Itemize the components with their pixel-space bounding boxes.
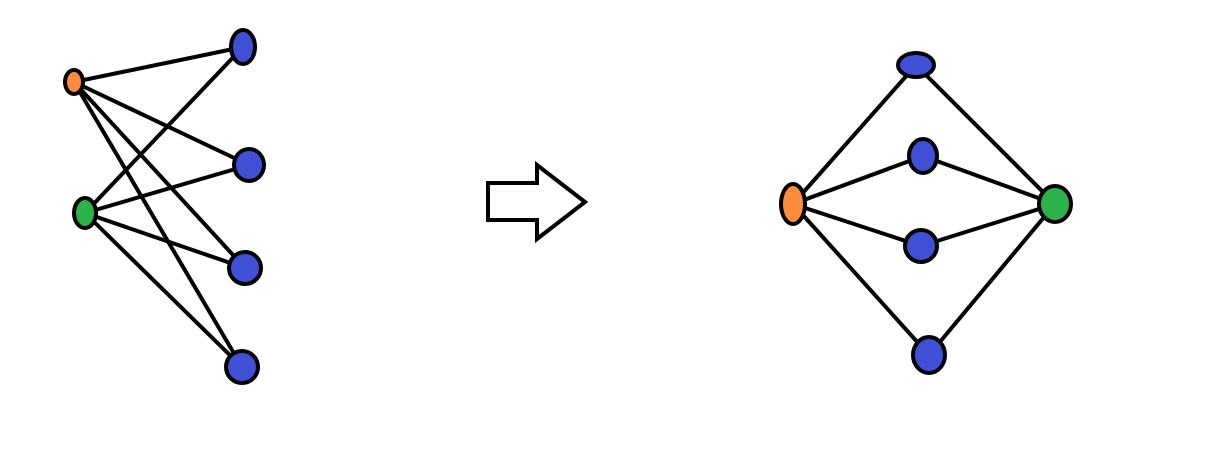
right-graph bbox=[779, 51, 1073, 375]
left-node-orange bbox=[63, 68, 85, 96]
right-node-orange bbox=[779, 182, 807, 226]
right-node-blue3 bbox=[903, 228, 939, 264]
left-edge-green-blue4 bbox=[83, 211, 244, 369]
right-node-blue4 bbox=[911, 335, 947, 375]
left-node-blue2 bbox=[232, 147, 266, 183]
right-edge-orange-blue4 bbox=[791, 202, 931, 357]
right-node-green bbox=[1037, 184, 1073, 224]
left-node-blue3 bbox=[227, 250, 263, 286]
left-edge-green-blue1 bbox=[83, 45, 245, 215]
left-edge-green-blue3 bbox=[83, 211, 247, 270]
right-edge-green-blue2 bbox=[921, 154, 1057, 206]
right-arrow-icon bbox=[486, 160, 589, 244]
right-node-blue2 bbox=[907, 137, 939, 175]
left-edge-orange-blue4 bbox=[72, 80, 244, 369]
left-edge-green-blue2 bbox=[83, 163, 251, 215]
right-edge-green-blue1 bbox=[914, 63, 1057, 206]
left-node-blue1 bbox=[229, 28, 257, 66]
right-edge-orange-blue3 bbox=[791, 202, 923, 248]
left-edge-orange-blue3 bbox=[72, 80, 247, 270]
right-node-blue1 bbox=[896, 51, 936, 79]
right-edge-green-blue3 bbox=[919, 202, 1057, 248]
left-graph bbox=[63, 28, 266, 385]
left-node-green bbox=[72, 196, 98, 230]
left-edge-orange-blue1 bbox=[72, 45, 245, 84]
left-edge-orange-blue2 bbox=[72, 80, 251, 167]
right-edge-orange-blue1 bbox=[791, 63, 918, 206]
left-node-blue4 bbox=[224, 349, 260, 385]
right-edge-orange-blue2 bbox=[791, 154, 925, 206]
right-edge-green-blue4 bbox=[927, 202, 1057, 357]
